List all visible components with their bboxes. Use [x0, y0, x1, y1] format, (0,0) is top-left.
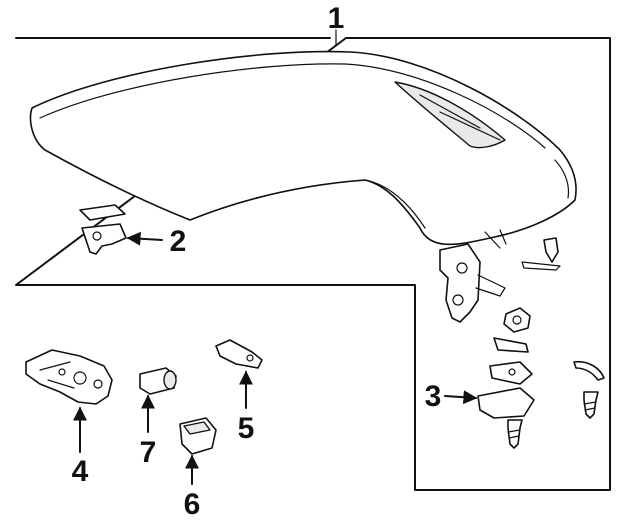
screw-right: [583, 391, 599, 419]
screw-left: [507, 419, 523, 449]
hardware-bracket: [489, 361, 533, 385]
hardware-plate: [493, 337, 529, 353]
part-7-bumper: [139, 367, 177, 395]
roof-clip: [521, 237, 561, 271]
callout-3: 3: [425, 380, 442, 413]
part-6-cap: [179, 417, 217, 455]
roof-panel: [29, 50, 577, 246]
callout-7: 7: [140, 436, 157, 469]
hardware-nut: [503, 307, 531, 333]
callout-1: 1: [328, 2, 345, 35]
roof-hinge: [439, 229, 507, 323]
part-3-pad: [477, 387, 535, 419]
part-5-clip: [215, 339, 263, 369]
assembly-boundary: [15, 37, 611, 491]
clip-right: [573, 360, 605, 381]
part-4-latch: [25, 349, 113, 405]
callout-3-arrow: [444, 390, 478, 405]
part-2-bracket: [79, 204, 127, 255]
callout-2-arrow: [126, 231, 163, 246]
callout-5: 5: [238, 412, 255, 445]
callout-2: 2: [170, 225, 187, 258]
callout-6: 6: [184, 488, 201, 521]
callout-4: 4: [72, 455, 89, 488]
